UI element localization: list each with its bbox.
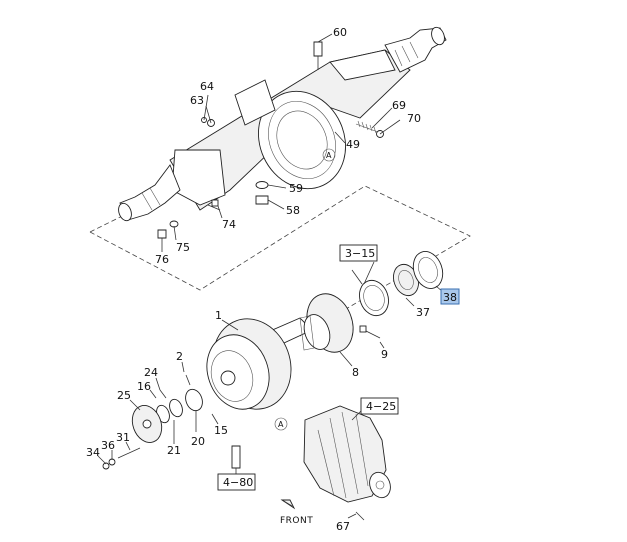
callouts: 60 64 63 69 70 49 59 58 74 75 76 37 38 1… xyxy=(86,26,460,533)
callout-21[interactable]: 21 xyxy=(167,444,181,457)
callout-38-highlight[interactable]: 38 xyxy=(440,288,460,305)
marker-a-housing: A xyxy=(326,151,332,160)
marker-a-differential: A xyxy=(278,420,284,429)
callout-67[interactable]: 67 xyxy=(336,520,350,533)
callout-36[interactable]: 36 xyxy=(101,439,115,452)
callout-37[interactable]: 37 xyxy=(416,306,430,319)
callout-64[interactable]: 64 xyxy=(200,80,214,93)
callout-75[interactable]: 75 xyxy=(176,241,190,254)
callout-2[interactable]: 2 xyxy=(176,350,183,363)
callout-38[interactable]: 38 xyxy=(443,291,457,304)
callout-20[interactable]: 20 xyxy=(191,435,205,448)
callout-1[interactable]: 1 xyxy=(215,309,222,322)
axle-housing-drawing xyxy=(89,26,471,337)
callout-69[interactable]: 69 xyxy=(392,99,406,112)
reference-boxes: 3−15 4−25 4−80 xyxy=(217,244,399,491)
callout-49[interactable]: 49 xyxy=(346,138,360,151)
ref-3-15[interactable]: 3−15 xyxy=(345,247,375,260)
callout-59[interactable]: 59 xyxy=(289,182,303,195)
callout-16[interactable]: 16 xyxy=(137,380,151,393)
callout-34[interactable]: 34 xyxy=(86,446,100,459)
callout-25[interactable]: 25 xyxy=(117,389,131,402)
callout-31[interactable]: 31 xyxy=(116,431,130,444)
callout-60[interactable]: 60 xyxy=(333,26,347,39)
callout-74[interactable]: 74 xyxy=(222,218,236,231)
front-label: FRONT xyxy=(280,516,313,526)
ref-4-80[interactable]: 4−80 xyxy=(223,476,253,489)
callout-63[interactable]: 63 xyxy=(190,94,204,107)
callout-76[interactable]: 76 xyxy=(155,253,169,266)
callout-24[interactable]: 24 xyxy=(144,366,158,379)
callout-58[interactable]: 58 xyxy=(286,204,300,217)
ref-4-25[interactable]: 4−25 xyxy=(366,400,396,413)
callout-8[interactable]: 8 xyxy=(352,366,359,379)
callout-9[interactable]: 9 xyxy=(381,348,388,361)
callout-70[interactable]: 70 xyxy=(407,112,421,125)
leader-lines xyxy=(97,33,444,519)
hub-and-differential-drawing xyxy=(102,251,444,521)
callout-15[interactable]: 15 xyxy=(214,424,228,437)
